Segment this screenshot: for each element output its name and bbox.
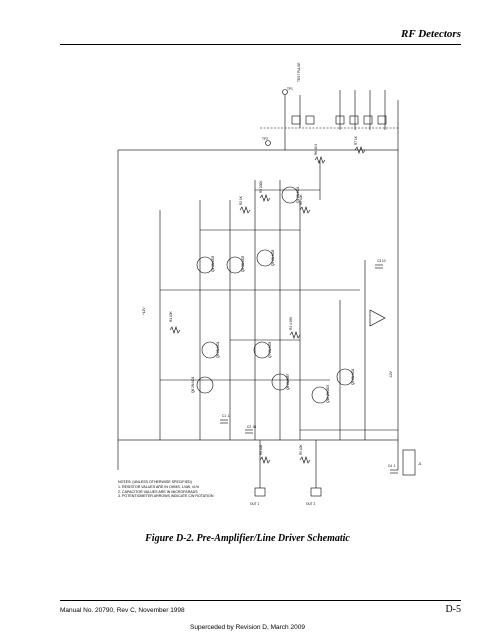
r1-label: R1 10K [169, 310, 173, 322]
note-line: 1. RESISTOR VALUES ARE IN OHMS, 1/4W, ±1… [118, 484, 200, 489]
footer-superceded-note: Superceded by Revision D, March 2009 [190, 624, 305, 631]
footer-page-number: D-5 [445, 604, 461, 615]
vplus-label: +12V [142, 307, 146, 315]
c4-label: C4 .1 [388, 464, 396, 468]
q3-label: Q3 2N4403 [271, 249, 275, 266]
test-pulse-label: TEST PULSE [297, 63, 301, 82]
header-rule [60, 44, 461, 45]
q8-label: Q8 2N5087 [286, 373, 290, 390]
out2-label: OUT 2 [306, 502, 316, 506]
c3-label: C3 10 [377, 259, 386, 263]
r5-label: R5 10K [299, 193, 303, 205]
schematic-notes: NOTES: (UNLESS OTHERWISE SPECIFIED) 1. R… [118, 480, 213, 499]
footer-manual-number: Manual No. 20790, Rev C, November 1998 [60, 607, 185, 614]
tp2-label: TP2 [262, 137, 268, 141]
footer-rule [60, 600, 461, 601]
j1-label: J1 [418, 462, 422, 466]
q2-label: Q2 2N4403 [241, 255, 245, 272]
note-line: 2. CAPACITOR VALUES ARE IN MICROFARADS [118, 489, 198, 494]
r9-label: R9 10K [299, 443, 303, 455]
r8-label: R8 100 [259, 444, 263, 455]
q9-label: Q9 2N4401 [351, 368, 355, 385]
c1-label: C1 .1 [222, 414, 230, 418]
q10-label: Q10 2N4403 [326, 385, 330, 403]
section-header: RF Detectors [401, 28, 461, 40]
note-line: NOTES: (UNLESS OTHERWISE SPECIFIED) [118, 480, 192, 484]
r7-label: R7 1K [354, 135, 358, 145]
q5-label: Q5 2N4401 [216, 341, 220, 358]
q7-label: Q7 2N4403 [268, 341, 272, 358]
out1-label: OUT 1 [250, 502, 260, 506]
q1-label: Q1 2N4403 [211, 255, 215, 272]
tp1-label: TP1 [287, 87, 293, 91]
r2-label: R2 1K [239, 195, 243, 205]
r3-label: R3 100K [259, 180, 263, 193]
note-line: 3. POTENTIOMETER ARROWS INDICATE CW ROTA… [118, 494, 214, 499]
r4-label: R4 4.99K [289, 316, 293, 330]
c2-label: C2 .01 [247, 425, 257, 429]
figure-caption: Figure D-2. Pre-Amplifier/Line Driver Sc… [145, 533, 350, 544]
vminus-label: -12V [389, 370, 393, 378]
r6-label: R6 49.9 [314, 144, 318, 155]
q4-label: Q4 2N4401 [296, 186, 300, 203]
q6-label: Q6 2N4401 [191, 376, 195, 393]
